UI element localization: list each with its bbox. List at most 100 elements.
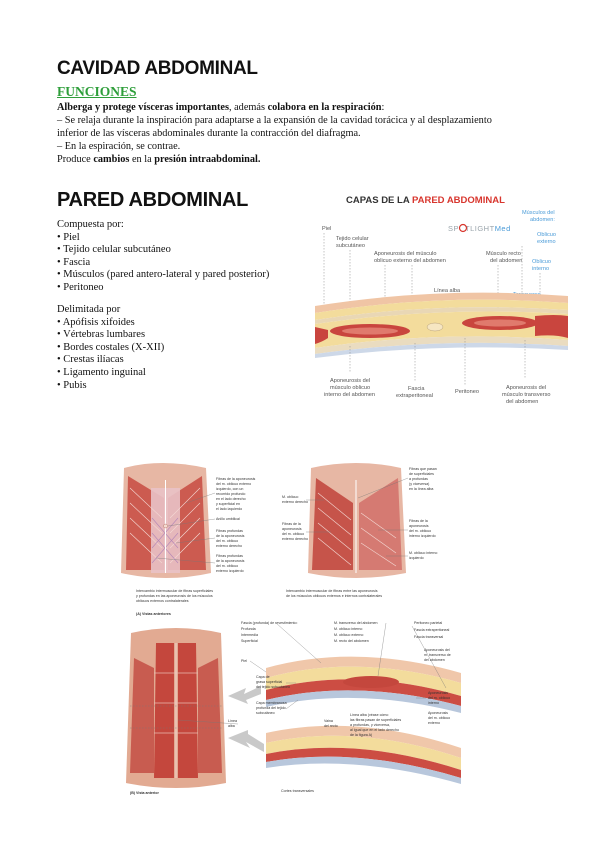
- label-obl-ext-1: Oblicuo: [537, 232, 556, 238]
- svg-text:Intermedia: Intermedia: [241, 633, 258, 637]
- a-left-labels: Fibras de la aponeurosis del m. oblicuo …: [216, 477, 256, 573]
- svg-text:M. oblicuo externo: M. oblicuo externo: [334, 633, 363, 637]
- svg-text:Fascia (profunda) de revestimi: Fascia (profunda) de revestimiento:: [241, 621, 298, 625]
- produce-text: Produce: [57, 154, 94, 165]
- label-recto-1: Músculo recto: [486, 251, 521, 257]
- list-item: • Crestas ilíacas: [57, 354, 124, 366]
- svg-text:del m. oblicuo externo: del m. oblicuo externo: [216, 482, 251, 486]
- page-title-pared: PARED ABDOMINAL: [57, 189, 249, 211]
- svg-text:Vaina: Vaina: [324, 719, 333, 723]
- svg-text:M. oblicuo interno: M. oblicuo interno: [334, 627, 362, 631]
- b-labels: Fascia (profunda) de revestimiento: Prof…: [130, 621, 451, 795]
- svg-text:Piel: Piel: [241, 659, 247, 663]
- label-musc-2: abdomen:: [530, 217, 555, 223]
- svg-text:externo derecho: externo derecho: [282, 500, 308, 504]
- svg-text:del m. oblicuo: del m. oblicuo: [216, 539, 238, 543]
- svg-text:profunda del tejido: profunda del tejido: [256, 706, 286, 710]
- svg-text:interno: interno: [428, 701, 439, 705]
- label-apo-ext-2: oblicuo externo del abdomen: [374, 258, 446, 264]
- bold-alberga: Alberga y protege vísceras importantes: [57, 102, 229, 113]
- b-leaders: [177, 622, 447, 725]
- label-peritoneo: Peritoneo: [455, 389, 479, 395]
- svg-text:Fibras de la aponeurosis: Fibras de la aponeurosis: [216, 477, 256, 481]
- svg-text:del m. oblicuo: del m. oblicuo: [409, 529, 431, 533]
- svg-text:M. transverso del abdomen: M. transverso del abdomen: [334, 621, 378, 625]
- label-apo-tr-2: músculo transverso: [502, 392, 551, 398]
- svg-text:del recto: del recto: [324, 724, 338, 728]
- funciones-line-2: – Se relaja durante la inspiración para …: [57, 115, 492, 126]
- svg-text:izquierdo, con un: izquierdo, con un: [216, 487, 243, 491]
- svg-text:Intercambio intermuscular de f: Intercambio intermuscular de fibras supe…: [136, 589, 213, 593]
- svg-text:Anillo umbilical: Anillo umbilical: [216, 517, 240, 521]
- svg-text:Línea alba (véase cómo: Línea alba (véase cómo: [350, 713, 388, 717]
- svg-text:(A) Vistas anteriores: (A) Vistas anteriores: [136, 612, 171, 616]
- spotlight-logo-icon: [458, 223, 468, 233]
- a-right-labels: Fibras que pasan de superficiales a prof…: [282, 467, 437, 560]
- bold-respiracion: colabora en la respiración: [267, 102, 382, 113]
- svg-text:externo izquierdo: externo izquierdo: [216, 569, 244, 573]
- svg-text:el lado izquierdo: el lado izquierdo: [216, 507, 242, 511]
- label-obl-ext-2: externo: [537, 239, 556, 245]
- svg-text:Superficial: Superficial: [241, 639, 258, 643]
- svg-text:de superficiales: de superficiales: [409, 472, 434, 476]
- svg-text:subcutáneo: subcutáneo: [256, 711, 275, 715]
- svg-text:y superficial en: y superficial en: [216, 502, 240, 506]
- funciones-line-3: inferior de las vísceras abdominales dur…: [57, 128, 361, 139]
- svg-text:del m. oblicuo: del m. oblicuo: [428, 716, 450, 720]
- torso-b: [126, 628, 226, 788]
- torso-a-right: [308, 463, 406, 578]
- label-musc-1: Músculos del: [522, 210, 555, 216]
- svg-text:del m. oblicuo: del m. oblicuo: [216, 564, 238, 568]
- list-item: • Vértebras lumbares: [57, 329, 146, 341]
- label-tejido-1: Tejido celular: [336, 236, 369, 242]
- svg-text:Fibras profundas: Fibras profundas: [216, 529, 243, 533]
- svg-text:Aponeurosis del: Aponeurosis del: [424, 648, 450, 652]
- svg-text:M. recto del abdomen: M. recto del abdomen: [334, 639, 369, 643]
- svg-text:las fibras pasan de superficia: las fibras pasan de superficiales: [350, 718, 401, 722]
- svg-text:aponeurosis: aponeurosis: [282, 527, 302, 531]
- capas-title: CAPAS DE LA PARED ABDOMINAL: [346, 195, 505, 206]
- list-item: • Pubis: [57, 379, 87, 391]
- svg-text:Aponeurosis: Aponeurosis: [428, 711, 448, 715]
- svg-text:grasa superficial: grasa superficial: [256, 680, 282, 684]
- svg-text:recorrido profundo: recorrido profundo: [216, 492, 245, 496]
- svg-text:del tejido subcutáneo: del tejido subcutáneo: [256, 685, 290, 689]
- svg-text:y profundas en las aponeurosis: y profundas en las aponeurosis de los mú…: [136, 594, 213, 598]
- svg-text:en el lado derecho: en el lado derecho: [216, 497, 246, 501]
- list-item: • Fascia: [57, 256, 91, 268]
- svg-text:interno izquierdo: interno izquierdo: [409, 534, 436, 538]
- label-piel: Piel: [322, 226, 331, 232]
- leader-lines-bottom: [349, 338, 526, 386]
- svg-text:externo: externo: [428, 721, 440, 725]
- a-right-leaders: [306, 477, 409, 557]
- svg-text:Fascia transversal: Fascia transversal: [414, 635, 443, 639]
- tissue-layers: [315, 292, 568, 358]
- label-tejido-2: subcutáneo: [336, 243, 365, 249]
- compuesta-intro: Compuesta por:: [57, 219, 124, 230]
- svg-text:Aponeurosis: Aponeurosis: [428, 691, 448, 695]
- svg-text:alba: alba: [228, 724, 235, 728]
- svg-text:a profundas, y viceversa,: a profundas, y viceversa,: [350, 723, 390, 727]
- svg-text:de los músculos oblicuos exter: de los músculos oblicuos externos e inte…: [286, 594, 382, 598]
- svg-text:Fibras de la: Fibras de la: [409, 519, 428, 523]
- bold-presion: presión intraabdominal.: [154, 154, 261, 165]
- funciones-mid: , además: [228, 102, 268, 113]
- svg-text:m. transverso de: m. transverso de: [424, 653, 451, 657]
- svg-text:externo derecho: externo derecho: [282, 537, 308, 541]
- funciones-line-5: Produce cambios en la presión intraabdom…: [57, 153, 557, 166]
- label-fascia-2: extraperitoneal: [396, 393, 433, 399]
- svg-text:Fibras de la: Fibras de la: [282, 522, 301, 526]
- svg-text:al igual que en el lado derech: al igual que en el lado derecho: [350, 728, 399, 732]
- funciones-line-1: Alberga y protege vísceras importantes, …: [57, 101, 557, 114]
- label-apo-ext-1: Aponeurosis del músculo: [374, 251, 437, 257]
- b-arrows: [228, 686, 264, 752]
- delimitada-list: Delimitada por • Apófisis xifoides • Vér…: [57, 304, 164, 392]
- funciones-text: Alberga y protege vísceras importantes, …: [57, 101, 557, 166]
- label-apo-int-3: interno del abdomen: [324, 392, 375, 398]
- svg-text:Línea: Línea: [228, 719, 237, 723]
- svg-text:oblicuos externos contralatera: oblicuos externos contralaterales: [136, 599, 189, 603]
- svg-text:Fascia extraperitoneal: Fascia extraperitoneal: [414, 628, 450, 632]
- label-obl-int-1: Oblicuo: [532, 259, 551, 265]
